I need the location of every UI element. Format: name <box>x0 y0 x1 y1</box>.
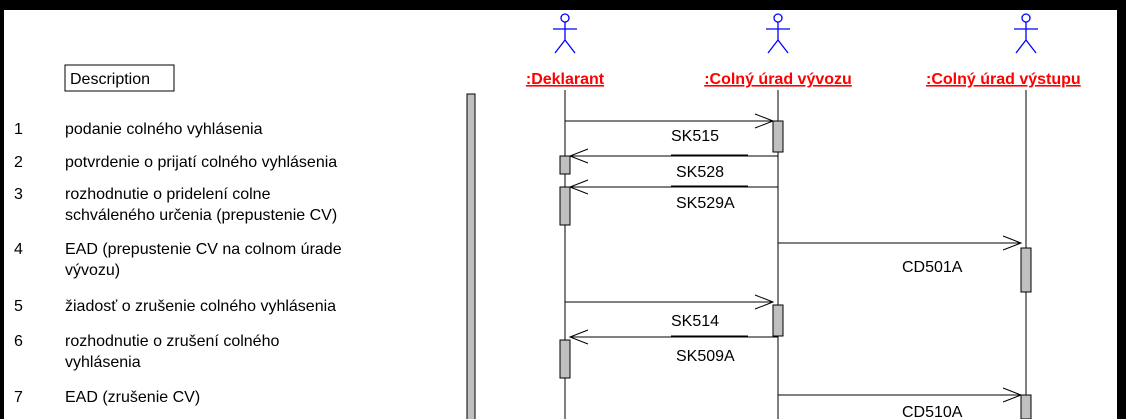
actor-colny-urad-vystupu: :Colný úrad výstupu <box>926 13 1081 419</box>
step-number: 1 <box>14 121 23 138</box>
step-text: schváleného určenia (prepustenie CV) <box>65 207 337 224</box>
step-list: 1 podanie colného vyhlásenia 2 potvrdeni… <box>14 121 342 406</box>
arrow-head <box>568 179 589 195</box>
message-sk515: SK515 <box>565 113 775 145</box>
actor-name: :Deklarant <box>526 71 605 88</box>
activation-box <box>559 186 571 226</box>
step-text: rozhodnutie o zrušení colného <box>65 333 279 350</box>
actor-icon <box>553 13 577 54</box>
actor-name: :Colný úrad výstupu <box>926 71 1081 88</box>
arrow-head <box>568 148 589 164</box>
message-label: SK515 <box>671 128 719 145</box>
actor-icon <box>766 13 790 54</box>
activation-box <box>772 120 784 153</box>
step-text: podanie colného vyhlásenia <box>65 121 263 138</box>
step-text: EAD (zrušenie CV) <box>65 389 200 406</box>
description-header-box <box>64 64 175 92</box>
message-sk529a: SK529A <box>568 179 778 212</box>
message-label: CD510A <box>902 404 963 419</box>
activation-box <box>1020 394 1032 419</box>
activation-box <box>559 339 571 379</box>
message-label: CD501A <box>902 259 963 276</box>
step-number: 5 <box>14 298 23 315</box>
step-number: 4 <box>14 241 23 258</box>
actor-icon <box>1014 13 1038 54</box>
arrow-head <box>754 294 775 310</box>
message-label: SK514 <box>671 313 719 330</box>
arrow-head <box>754 113 775 129</box>
description-header: Description <box>70 71 150 88</box>
step-text: EAD (prepustenie CV na colnom úrade <box>65 241 342 258</box>
step-text: rozhodnutie o pridelení colne <box>65 186 271 203</box>
diagram-canvas: Description 1 podanie colného vyhlásenia… <box>0 10 1126 419</box>
step-text: potvrdenie o prijatí colného vyhlásenia <box>65 154 337 171</box>
message-sk509a: SK509A <box>568 329 778 365</box>
message-sk528: SK528 <box>568 148 778 181</box>
step-text: žiadosť o zrušenie colného vyhlásenia <box>65 298 336 315</box>
message-cd501a: CD501A <box>778 235 1023 276</box>
activation-box <box>559 155 571 175</box>
message-sk514: SK514 <box>565 294 775 330</box>
step-text: vývozu) <box>65 262 120 279</box>
actor-name: :Colný úrad vývozu <box>704 71 852 88</box>
activation-box <box>772 304 784 337</box>
message-cd510a: CD510A <box>778 387 1023 419</box>
step-number: 3 <box>14 186 23 203</box>
step-number: 7 <box>14 389 23 406</box>
activation-box <box>1020 247 1032 293</box>
arrow-head <box>1002 235 1023 251</box>
sequence-diagram: Description 1 podanie colného vyhlásenia… <box>14 13 1081 419</box>
arrow-head <box>1002 387 1023 403</box>
step-number: 2 <box>14 154 23 171</box>
arrow-head <box>568 329 589 345</box>
message-label: SK529A <box>676 195 735 212</box>
message-label: SK509A <box>676 348 735 365</box>
step-text: vyhlásenia <box>65 354 141 371</box>
separator-bar <box>466 93 476 419</box>
step-number: 6 <box>14 333 23 350</box>
message-label: SK528 <box>676 164 724 181</box>
